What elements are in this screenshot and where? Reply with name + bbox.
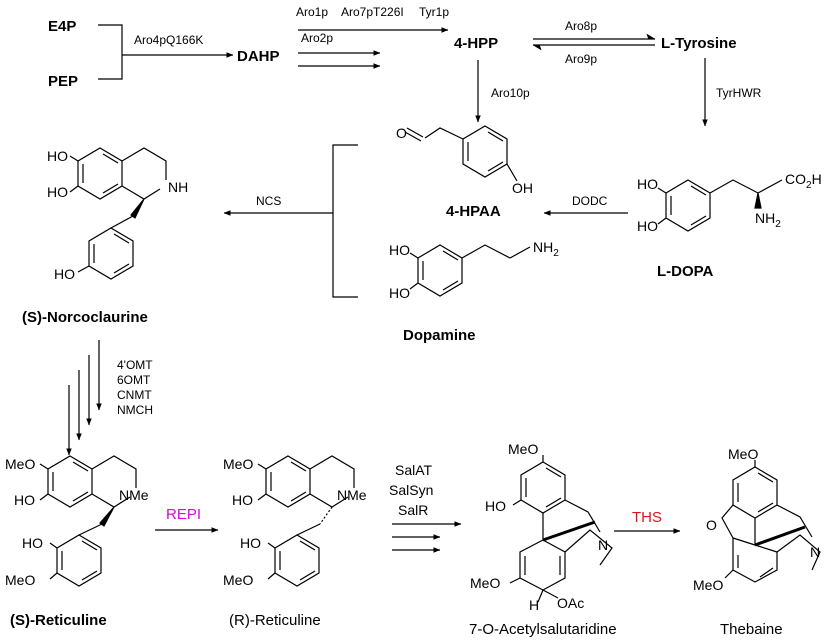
atom-acs-meo1: MeO <box>508 441 538 457</box>
structure-thebaine <box>721 460 821 583</box>
atom-acs-oac: OAc <box>557 595 584 611</box>
structure-s-reticuline <box>39 455 137 587</box>
enzyme-aro7p: Aro7pT226I <box>341 5 404 19</box>
enzyme-tyr1p: Tyr1p <box>419 5 449 19</box>
bracket-e4p-pep <box>98 24 123 80</box>
atom-rret-meo1: MeO <box>223 456 253 472</box>
enzyme-salat: SalAT <box>395 462 433 478</box>
enzyme-aro4p: Aro4pQ166K <box>134 33 203 47</box>
atom-sret-nme: NMe <box>119 487 149 503</box>
atom-norco-nh: NH <box>168 179 188 195</box>
label-thebaine: Thebaine <box>720 621 783 638</box>
enzyme-labels: Aro4pQ166K Aro1p Aro7pT226I Aro2p Tyr1p … <box>117 5 762 526</box>
structure-ldopa <box>657 179 783 232</box>
structure-4hpaa <box>404 125 518 182</box>
atom-acs-n: N <box>598 537 608 553</box>
atom-dopamine-ho2: HO <box>389 285 410 301</box>
atom-dopamine-ho1: HO <box>389 242 410 258</box>
enzyme-salsyn: SalSyn <box>389 482 433 498</box>
atom-ldopa-co: CO2H <box>785 171 822 191</box>
atom-acs-ho: HO <box>485 498 506 514</box>
atom-hpaa-o: O <box>396 125 407 141</box>
enzyme-tyrhwr: TyrHWR <box>716 86 762 100</box>
enzyme-6omt: 6OMT <box>117 373 151 387</box>
arrows <box>66 24 708 553</box>
atom-norco-ho2: HO <box>47 184 68 200</box>
enzyme-salr: SalR <box>398 502 428 518</box>
atom-rret-nme: NMe <box>337 487 367 503</box>
structure-norcoclaurine <box>69 147 167 280</box>
label-dopamine: Dopamine <box>403 327 476 344</box>
enzyme-aro8p: Aro8p <box>565 19 597 33</box>
enzyme-aro10p: Aro10p <box>491 86 530 100</box>
enzyme-ncs: NCS <box>256 194 281 208</box>
label-4hpaa: 4-HPAA <box>446 203 501 220</box>
atom-acs-meo2: MeO <box>470 575 500 591</box>
atom-sret-meo1: MeO <box>5 456 35 472</box>
enzyme-aro1p: Aro1p <box>296 5 328 19</box>
enzyme-aro2p: Aro2p <box>301 31 333 45</box>
label-r-reticuline: (R)-Reticuline <box>229 612 321 629</box>
atom-ldopa-ho1: HO <box>637 176 658 192</box>
atom-rret-meo2: MeO <box>223 572 253 588</box>
atom-sret-ho1: HO <box>14 492 35 508</box>
label-ldopa: L-DOPA <box>657 263 714 280</box>
label-s-reticuline: (S)-Reticuline <box>10 612 107 629</box>
atom-dopamine-nh2: NH2 <box>533 239 559 259</box>
atom-rret-ho2: HO <box>240 535 261 551</box>
atom-theb-n: N <box>810 544 820 560</box>
atom-norco-ho1: HO <box>47 148 68 164</box>
atom-labels: O OH HO HO CO2H NH2 HO HO NH2 HO HO NH H… <box>5 125 822 613</box>
enzyme-4omt: 4'OMT <box>117 358 153 372</box>
atom-ldopa-ho2: HO <box>637 218 658 234</box>
label-ltyrosine: L-Tyrosine <box>661 35 737 52</box>
label-dahp: DAHP <box>237 48 280 65</box>
atom-hpaa-oh: OH <box>512 180 533 196</box>
enzyme-ths: THS <box>632 509 662 526</box>
bracket-ncs <box>332 144 358 298</box>
atom-ldopa-nh2: NH2 <box>755 210 781 230</box>
structure-r-reticuline <box>257 455 355 587</box>
enzyme-nmch: NMCH <box>117 403 153 417</box>
structures <box>39 125 821 603</box>
label-e4p: E4P <box>48 18 76 35</box>
label-s-norcoclaurine: (S)-Norcoclaurine <box>22 309 148 326</box>
atom-theb-meo1: MeO <box>728 446 758 462</box>
atom-acs-h: H <box>529 597 539 613</box>
atom-theb-o: O <box>706 517 717 533</box>
atom-sret-meo2: MeO <box>5 572 35 588</box>
enzyme-repi: REPI <box>166 506 201 523</box>
label-acetylsalutaridine: 7-O-Acetylsalutaridine <box>469 621 617 638</box>
structure-acetylsalutaridine <box>509 455 613 603</box>
label-4hpp: 4-HPP <box>454 35 498 52</box>
atom-theb-meo2: MeO <box>693 577 723 593</box>
atom-sret-ho2: HO <box>22 535 43 551</box>
atom-norco-ho3: HO <box>54 266 75 282</box>
label-pep: PEP <box>48 73 78 90</box>
enzyme-aro9p: Aro9p <box>565 52 597 66</box>
compound-labels: E4P PEP DAHP 4-HPP L-Tyrosine 4-HPAA L-D… <box>10 18 783 638</box>
enzyme-cnmt: CNMT <box>117 388 152 402</box>
enzyme-dodc: DODC <box>572 194 608 208</box>
atom-rret-ho1: HO <box>232 492 253 508</box>
structure-dopamine <box>409 244 531 297</box>
